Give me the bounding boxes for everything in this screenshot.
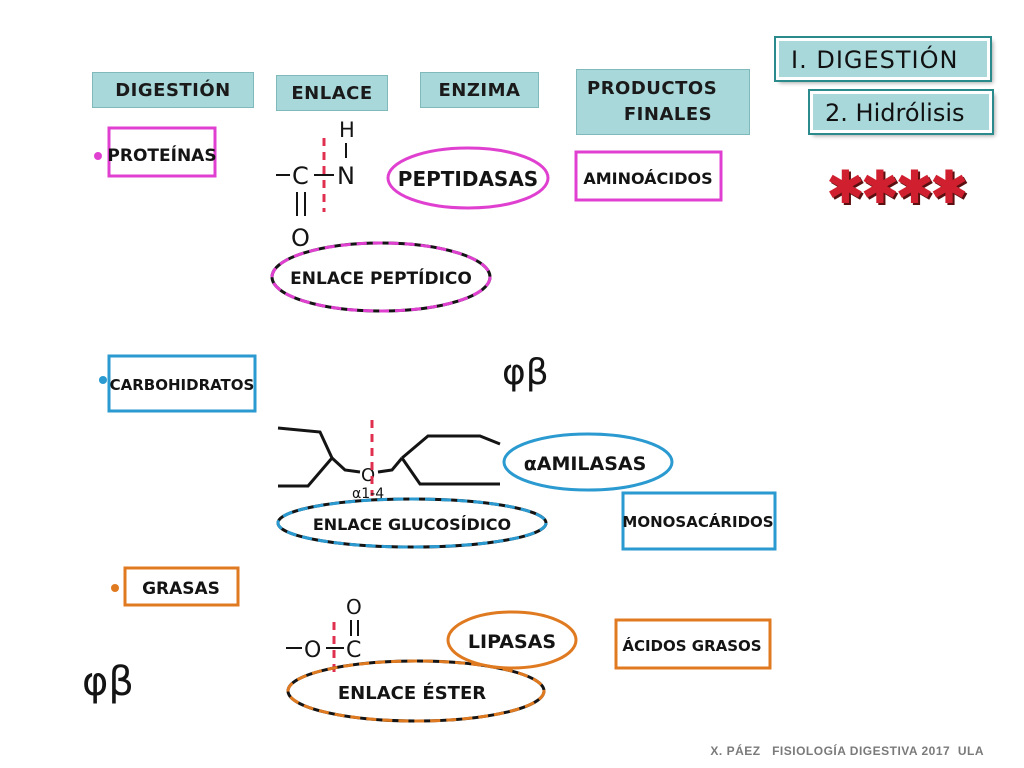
header-productos-line2: FINALES — [623, 104, 713, 125]
atom-c-proteinas: C — [292, 162, 309, 190]
bond-ellipse-peptidico-dash — [270, 241, 492, 313]
nutrient-label-proteinas: PROTEÍNAS — [107, 144, 216, 166]
enzyme-ellipse-lipasas — [446, 610, 578, 670]
footer-credit: X. PÁEZ FISIOLOGÍA DIGESTIVA 2017 ULA — [710, 744, 984, 758]
bond-ellipse-glucosidico-dash — [276, 497, 548, 549]
nutrient-box-grasas — [123, 566, 240, 607]
atom-h-proteinas: H — [339, 118, 355, 142]
importance-stars: ✱✱✱✱ — [826, 160, 968, 214]
header-productos-line1: PRODUCTOS — [587, 78, 718, 99]
bond-ellipse-ester-dash — [286, 659, 546, 723]
header-digestion-label: DIGESTIÓN — [115, 80, 231, 101]
product-label-aminoacidos: AMINOÁCIDOS — [583, 169, 712, 188]
header-enlace-label: ENLACE — [291, 83, 373, 104]
header-enzima: ENZIMA — [420, 72, 539, 108]
product-label-acidos-grasos: ÁCIDOS GRASOS — [622, 636, 761, 655]
product-box-monosacaridos — [621, 491, 777, 551]
subsection-title-text: 2. Hidrólisis — [825, 99, 965, 127]
atom-n-proteinas: N — [337, 162, 355, 190]
nutrient-box-proteinas — [107, 126, 217, 178]
enzyme-label-lipasas: LIPASAS — [468, 631, 556, 653]
ring-right — [401, 434, 501, 460]
bond-name-ester: ENLACE ÉSTER — [338, 682, 486, 704]
enzyme-label-peptidasas: PEPTIDASAS — [398, 167, 538, 191]
enzyme-label-amilasas: αAMILASAS — [524, 453, 647, 475]
subsection-title: 2. Hidrólisis — [810, 91, 992, 133]
bond-name-glucosidico: ENLACE GLUCOSÍDICO — [313, 515, 511, 534]
nutrient-label-grasas: GRASAS — [142, 579, 220, 599]
header-productos: PRODUCTOS FINALES — [576, 69, 750, 135]
note-phi-beta-row3: φβ — [82, 659, 134, 705]
nutrient-label-carbohidratos: CARBOHIDRATOS — [110, 376, 255, 394]
bullet-proteinas — [94, 152, 102, 160]
atom-o-ester: O — [304, 638, 321, 663]
stars-text: ✱✱✱✱ — [826, 160, 968, 214]
note-phi-beta-row2: φβ — [502, 352, 549, 393]
atom-o-proteinas: O — [291, 224, 310, 252]
bullet-grasas — [111, 584, 119, 592]
footer-text: X. PÁEZ FISIOLOGÍA DIGESTIVA 2017 ULA — [710, 744, 984, 758]
bond-label-alpha14: α1-4 — [352, 486, 384, 502]
ring-left — [277, 426, 334, 488]
header-digestion: DIGESTIÓN — [92, 72, 254, 108]
ring-right-inner — [377, 457, 404, 474]
header-enlace: ENLACE — [276, 75, 388, 111]
enzyme-ellipse-amilasas — [502, 432, 674, 492]
section-title-text: I. DIGESTIÓN — [791, 46, 959, 74]
product-label-monosacaridos: MONOSACÁRIDOS — [622, 512, 773, 531]
nutrient-box-carbohidratos — [107, 354, 257, 413]
ring-left-inner — [330, 456, 361, 474]
product-box-acidos-grasos — [614, 618, 772, 670]
ring-right-bottom — [400, 457, 500, 486]
bullet-carbohidratos — [99, 376, 107, 384]
section-title: I. DIGESTIÓN — [776, 38, 990, 80]
header-enzima-label: ENZIMA — [438, 80, 521, 101]
enzyme-ellipse-peptidasas — [386, 146, 550, 210]
product-box-aminoacidos — [574, 150, 723, 202]
atom-o-top-ester: O — [346, 595, 362, 619]
atom-c-ester: C — [346, 638, 361, 663]
bond-name-peptidico: ENLACE PEPTÍDICO — [290, 267, 472, 289]
